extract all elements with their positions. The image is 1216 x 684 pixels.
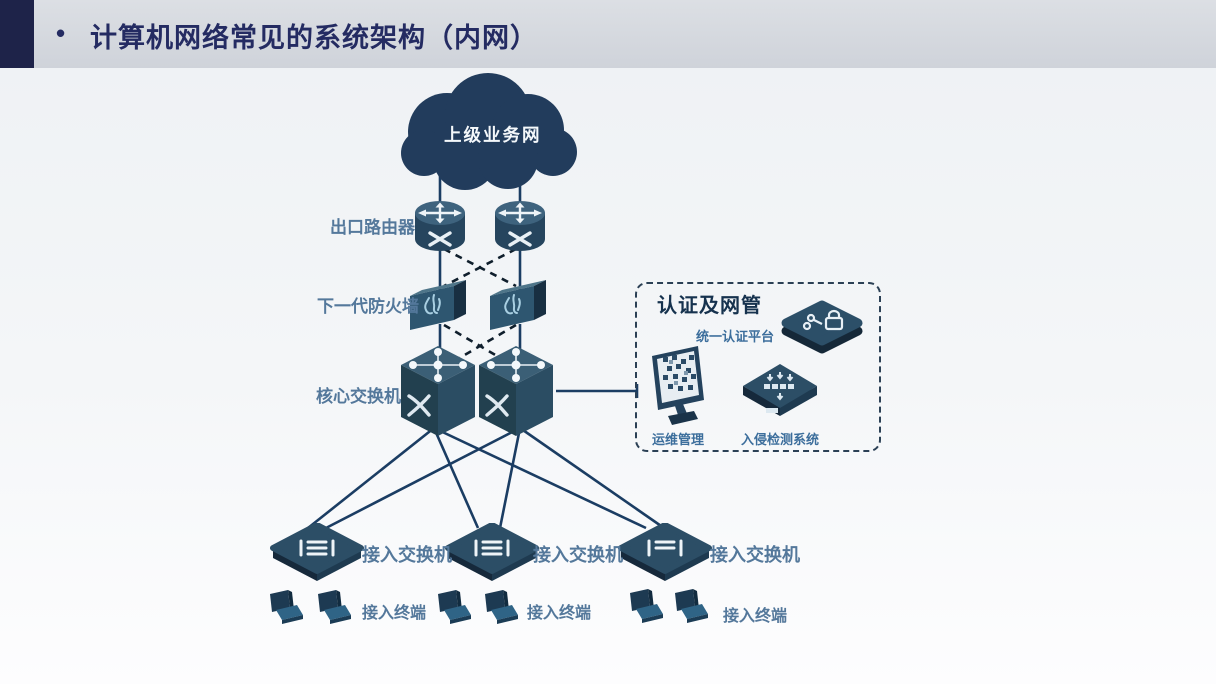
ids-label: 入侵检测系统: [741, 432, 820, 447]
page-title: 计算机网络常见的系统架构（内网）: [90, 23, 538, 53]
terminal-label: 接入终端: [362, 605, 427, 622]
mgmt-panel: 认证及网管 统一认证平台: [635, 282, 881, 452]
access-switch-label: 接入交换机: [533, 545, 623, 565]
terminal-label: 接入终端: [527, 605, 592, 622]
terminal-icon: [438, 590, 471, 624]
terminal-icon: [485, 590, 518, 624]
core-switch-icon: [479, 346, 553, 436]
access-switch-label: 接入交换机: [362, 545, 452, 565]
terminal-icon: [270, 590, 303, 624]
terminal-icon: [675, 589, 708, 623]
access-switch-icon: [618, 523, 712, 581]
access-switch-icon: [270, 523, 364, 581]
mgmt-panel-title: 认证及网管: [657, 295, 762, 317]
terminal-label: 接入终端: [723, 608, 788, 625]
router-icon: [495, 201, 545, 251]
auth-platform-label: 统一认证平台: [696, 329, 775, 344]
firewall-label: 下一代防火墙: [317, 297, 419, 316]
router-icon: [415, 201, 465, 251]
core-switch-label: 核心交换机: [316, 387, 401, 406]
auth-platform-icon: [781, 300, 863, 354]
corner-accent-block: [0, 0, 34, 68]
terminal-icon: [318, 590, 351, 624]
ids-icon: [743, 364, 817, 416]
title-bullet: •: [56, 18, 66, 48]
ops-label: 运维管理: [652, 432, 705, 447]
cloud-label: 上级业务网: [444, 125, 542, 145]
terminal-icon: [630, 589, 663, 623]
access-switch-icon: [445, 523, 539, 581]
cloud-icon: [401, 73, 577, 190]
ops-monitor-icon: [652, 346, 704, 425]
slide-header: • 计算机网络常见的系统架构（内网）: [0, 0, 1216, 68]
firewall-icon: [490, 280, 546, 330]
access-switch-label: 接入交换机: [710, 545, 800, 565]
core-switch-icon: [401, 346, 475, 436]
router-label: 出口路由器: [330, 218, 415, 237]
firewall-icon: [410, 280, 466, 330]
